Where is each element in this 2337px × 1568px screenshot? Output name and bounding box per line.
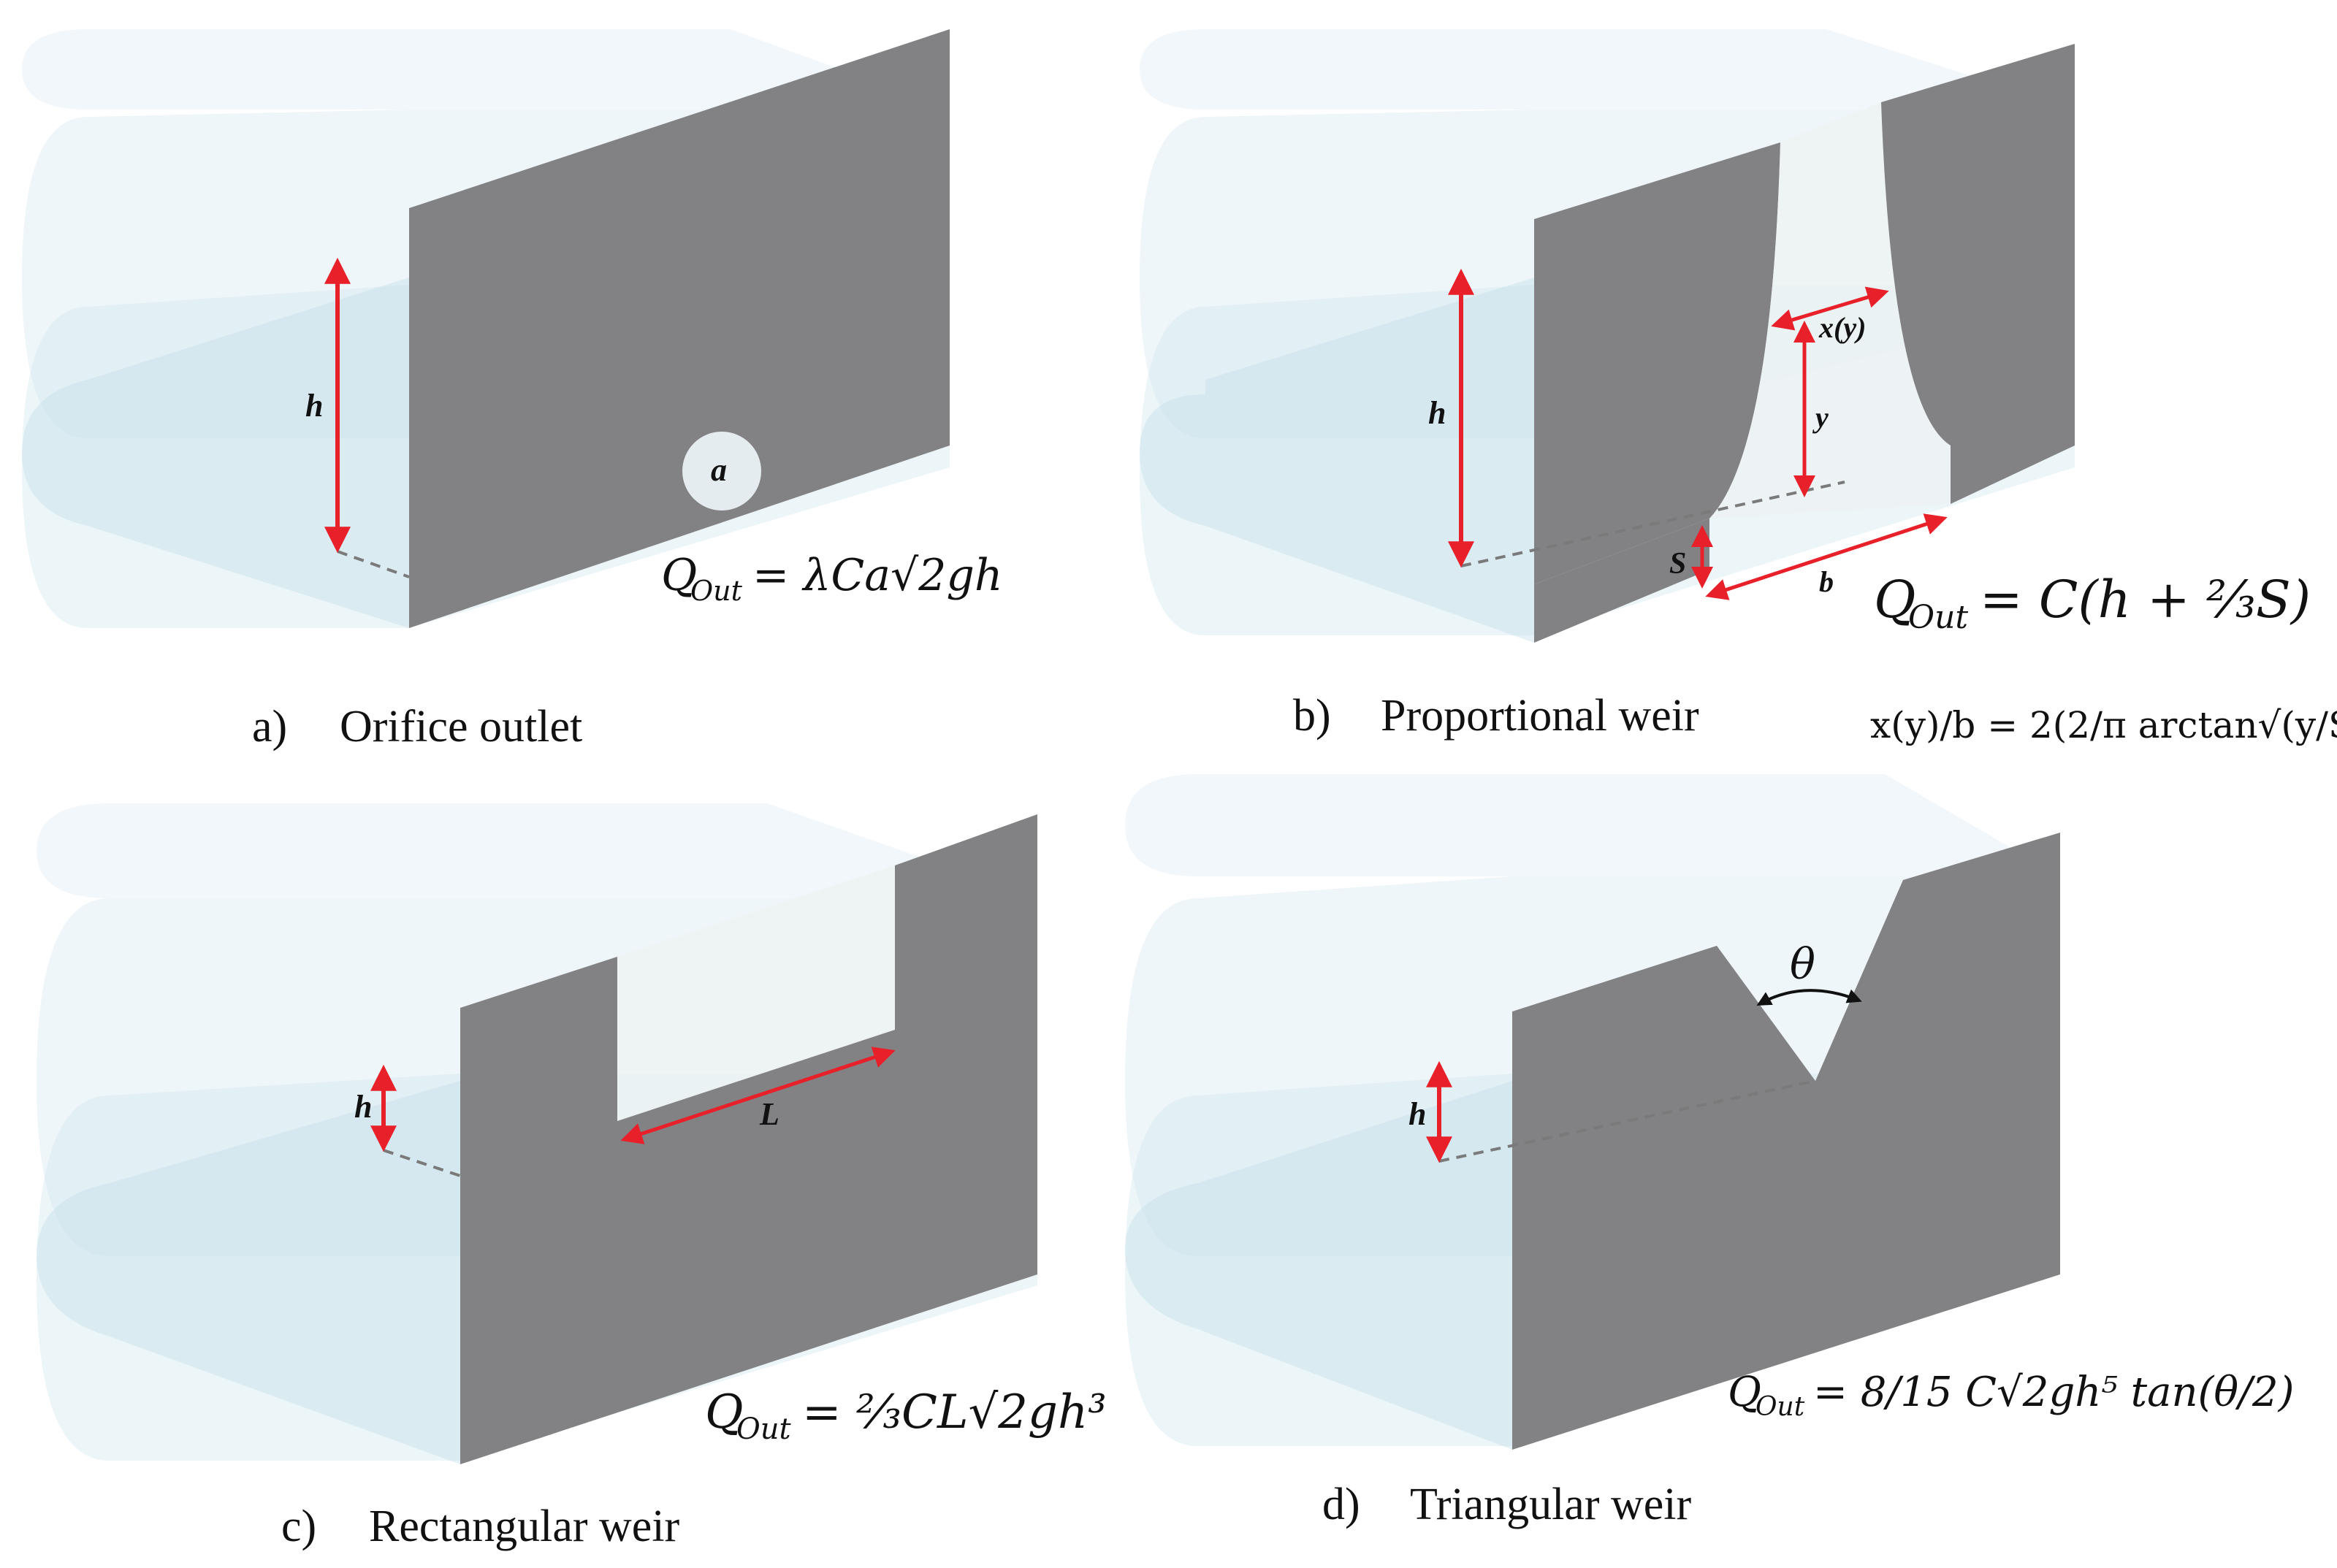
caption: Rectangular weir — [369, 1502, 680, 1551]
q-symbol: Q — [661, 550, 697, 601]
s-label: S — [1669, 547, 1686, 581]
q-subscript: Out — [1755, 1392, 1805, 1422]
caption-tag: a) — [252, 702, 287, 752]
l-arrow — [620, 1047, 896, 1144]
equation-rhs: = C(h + ⅔S) — [1980, 570, 2311, 630]
h-label: h — [1408, 1096, 1426, 1132]
caption-tag: c) — [281, 1502, 316, 1551]
q-symbol: Q — [705, 1385, 743, 1439]
caption-tag: d) — [1322, 1480, 1360, 1529]
h-label: h — [305, 388, 323, 424]
caption: Orifice outlet — [340, 702, 582, 752]
base-dash — [383, 1149, 461, 1177]
base-dash — [1460, 481, 1845, 567]
q-symbol: Q — [1728, 1369, 1761, 1416]
x-label: x(y) — [1818, 311, 1866, 344]
q-subscript: Out — [690, 575, 743, 607]
wall — [1512, 833, 2060, 1450]
q-symbol: Q — [1874, 570, 1915, 630]
b-arrow — [1705, 513, 1948, 600]
panel-a: h a Q Out = λCa√2gh a) Orifice outlet — [22, 29, 1003, 752]
l-label: L — [759, 1096, 779, 1132]
theta-arc — [1756, 989, 1862, 1006]
equation-b1: Q Out = C(h + ⅔S) — [1874, 570, 2311, 636]
orifice — [682, 432, 761, 510]
right-wall — [1881, 44, 2075, 504]
caption-tag: b) — [1293, 691, 1331, 741]
wall — [409, 29, 950, 628]
equation-rhs: = λCa√2gh — [752, 550, 1003, 601]
orifice-label: a — [711, 452, 727, 488]
h-label: h — [354, 1089, 372, 1125]
base-dash — [337, 550, 410, 578]
caption: Proportional weir — [1381, 691, 1699, 741]
left-wall-base — [1534, 519, 1709, 643]
caption: Triangular weir — [1410, 1480, 1691, 1529]
panel-c: h L Q Out = ⅔CL√2gh³ c) Rectangular weir — [37, 803, 1107, 1551]
theta-label: θ — [1790, 939, 1815, 989]
y-label: y — [1812, 401, 1829, 434]
equation-b2: x(y)/b = 2(2/π arctan√(y/S)) — [1870, 704, 2337, 746]
equation-d: Q Out = 8/15 C√2gh⁵ tan(θ/2) — [1728, 1369, 2294, 1422]
equation-c: Q Out = ⅔CL√2gh³ — [705, 1385, 1107, 1446]
base-dash — [1438, 1079, 1816, 1163]
x-arrow — [1771, 286, 1889, 331]
left-wall — [1534, 142, 1780, 584]
equation-a: Q Out = λCa√2gh — [661, 550, 1003, 607]
panel-d: h θ Q Out = 8/15 C√2gh⁵ tan(θ/2) d) Tria… — [1125, 774, 2294, 1529]
equation-rhs: = 8/15 C√2gh⁵ tan(θ/2) — [1813, 1369, 2294, 1416]
q-subscript: Out — [736, 1412, 792, 1446]
b-label: b — [1819, 565, 1834, 598]
panel-b: h x(y) y S b Q Out = C(h + ⅔S) x(y)/b = … — [1140, 29, 2337, 746]
q-subscript: Out — [1908, 599, 1968, 636]
h-label: h — [1428, 395, 1446, 431]
equation-rhs: = ⅔CL√2gh³ — [802, 1385, 1107, 1439]
